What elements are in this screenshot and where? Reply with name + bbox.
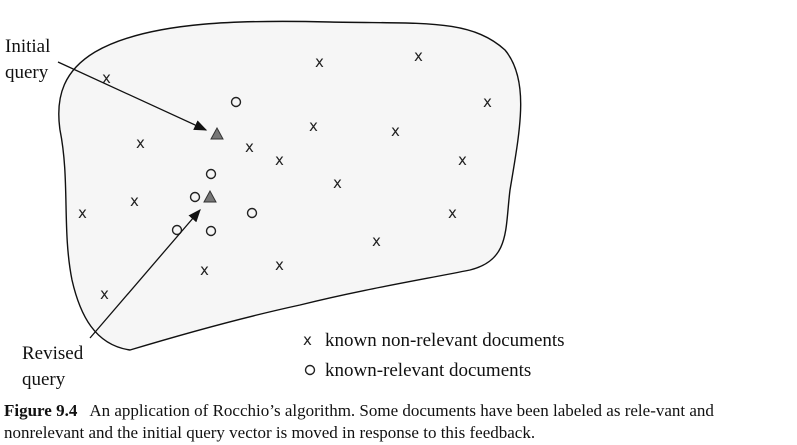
nonrelevant-doc: x: [78, 204, 87, 222]
relevant-doc: [205, 168, 217, 180]
relevant-doc: [171, 224, 183, 236]
revised-query-marker: [203, 189, 217, 203]
nonrelevant-doc: x: [130, 192, 139, 210]
nonrelevant-doc: x: [483, 93, 492, 111]
figure-number: Figure 9.4: [4, 401, 78, 420]
document-space-region: [58, 20, 522, 351]
nonrelevant-doc: x: [372, 232, 381, 250]
nonrelevant-doc: x: [315, 53, 324, 71]
legend-nonrelevant-symbol: x: [303, 331, 312, 349]
initial-query-arrow: [57, 61, 208, 131]
legend-nonrelevant-text: known non-relevant documents: [325, 330, 565, 351]
initial-query-marker: [210, 126, 224, 140]
legend-relevant-symbol: [304, 364, 316, 376]
nonrelevant-doc: x: [309, 117, 318, 135]
relevant-doc: [205, 225, 217, 237]
nonrelevant-doc: x: [275, 151, 284, 169]
nonrelevant-doc: x: [200, 261, 209, 279]
nonrelevant-doc: x: [100, 285, 109, 303]
initial-query-label: Initial: [5, 36, 50, 57]
nonrelevant-doc: x: [448, 204, 457, 222]
nonrelevant-doc: x: [333, 174, 342, 192]
nonrelevant-doc: x: [245, 138, 254, 156]
relevant-documents: [171, 96, 258, 237]
legend: x known non-relevant documents known-rel…: [303, 330, 565, 381]
nonrelevant-doc: x: [458, 151, 467, 169]
nonrelevant-doc: x: [414, 47, 423, 65]
relevant-doc: [189, 191, 201, 203]
nonrelevant-doc: x: [275, 256, 284, 274]
revised-query-arrow: [89, 209, 201, 339]
initial-query-label: query: [5, 62, 49, 83]
nonrelevant-documents: x x x x x x x x x x x x x x x x x x: [78, 47, 492, 303]
revised-query-label: Revised: [22, 343, 84, 364]
legend-relevant-text: known-relevant documents: [325, 360, 531, 381]
nonrelevant-doc: x: [391, 122, 400, 140]
relevant-doc: [246, 207, 258, 219]
relevant-doc: [230, 96, 242, 108]
nonrelevant-doc: x: [136, 134, 145, 152]
revised-query-label: query: [22, 369, 66, 390]
caption-text: An application of Rocchio’s algorithm. S…: [4, 401, 714, 442]
nonrelevant-doc: x: [102, 69, 111, 87]
